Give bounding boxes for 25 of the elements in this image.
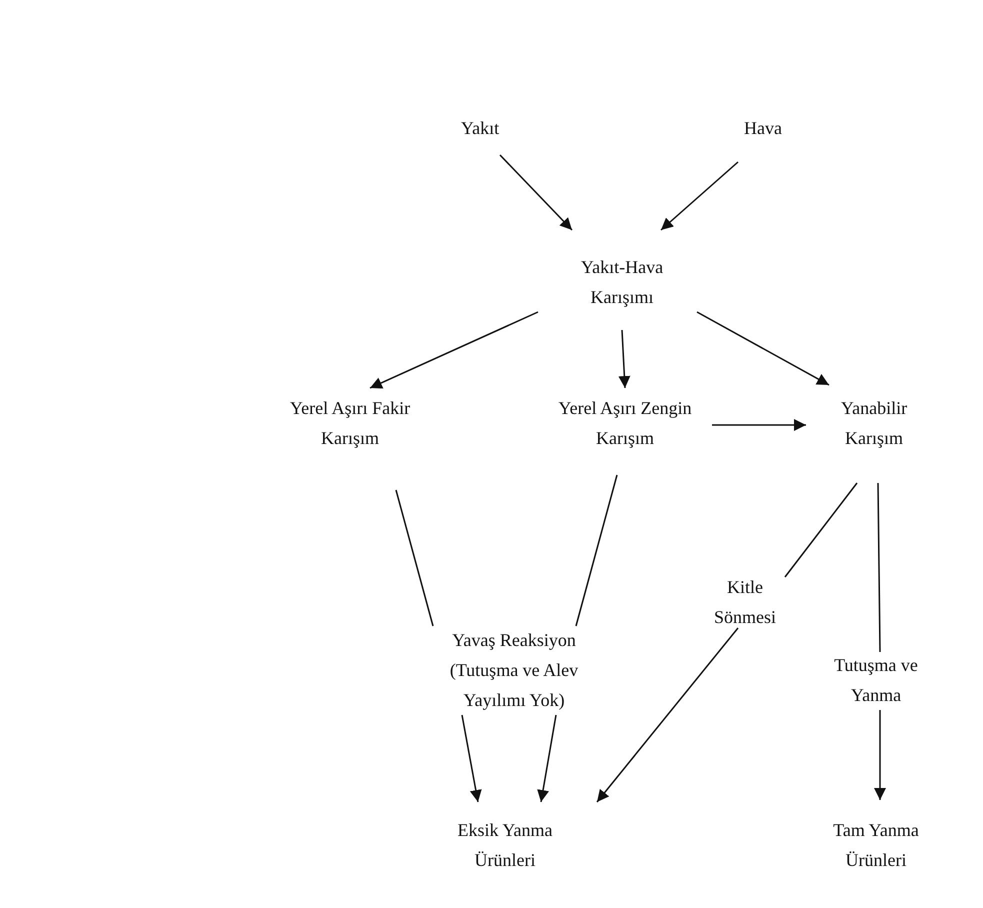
line [575,474,618,626]
node-label: Yakıt-Hava Karışımı [553,250,691,314]
node-label: Yakıt [436,111,524,145]
line [784,482,858,578]
arrow [499,154,573,231]
node-label: Tam Yanma Ürünleri [812,813,940,877]
arrow [461,714,482,802]
line [395,490,434,626]
arrow [660,161,738,231]
node-label: Yavaş Reaksiyon (Tutuşma ve Alev Yayılımı Yok) [415,623,613,717]
arrow [874,710,886,800]
arrow [537,714,557,802]
node-label: Eksik Yanma Ürünleri [431,813,579,877]
node-label: Hava [719,111,807,145]
node-label: Yanabilir Karışım [815,391,933,455]
arrow [370,311,538,389]
node-label: Tutuşma ve Yanma [817,648,935,712]
node-label: Kitle Sönmesi [701,570,789,634]
arrow [596,628,739,802]
node-label: Yerel Aşırı Fakir Karışım [271,391,429,455]
arrow [712,419,806,431]
node-label: Yerel Aşırı Zengin Karışım [536,391,714,455]
line [877,483,881,652]
arrow [618,330,630,388]
arrow [696,311,830,386]
